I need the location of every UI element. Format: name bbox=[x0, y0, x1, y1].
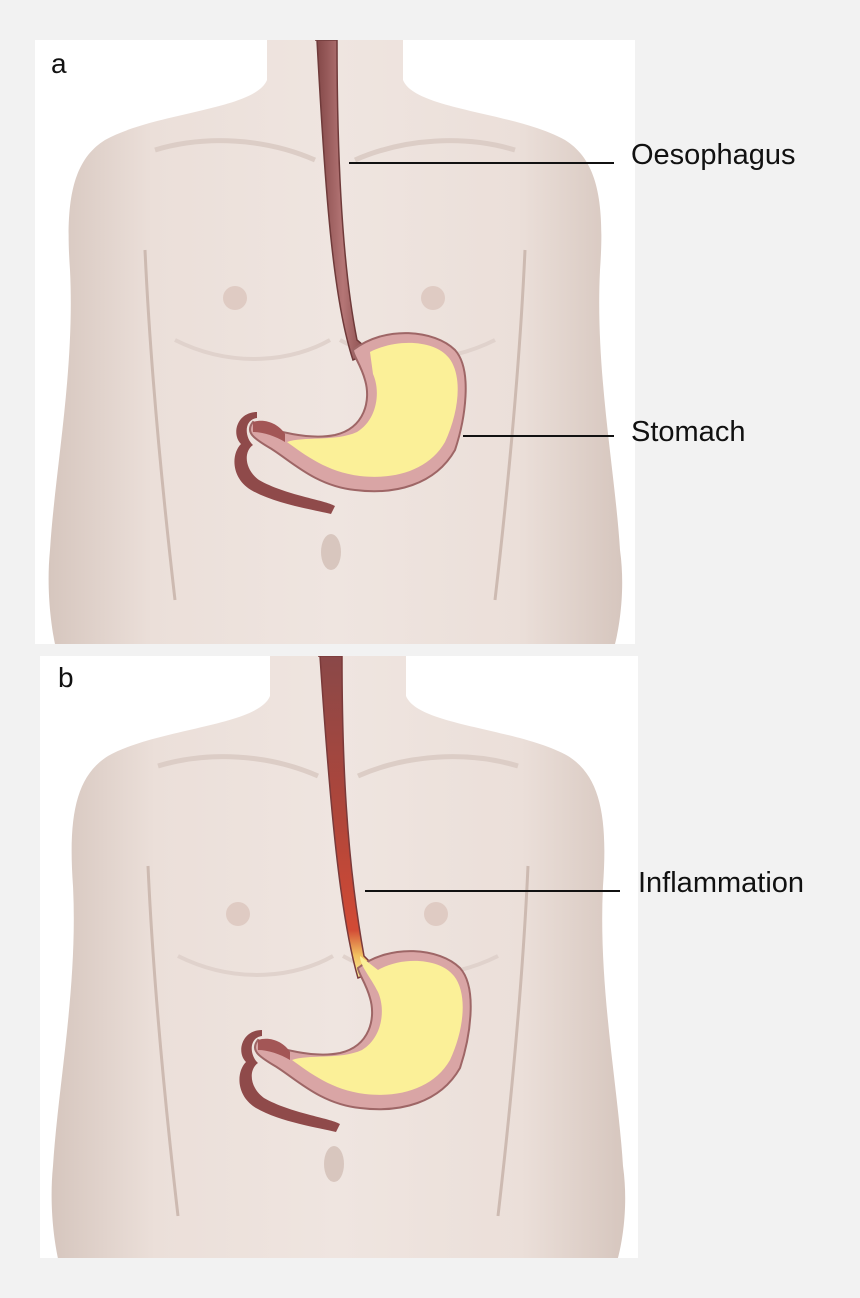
inflammation-label: Inflammation bbox=[638, 867, 805, 899]
stomach-content bbox=[292, 956, 463, 1095]
navel bbox=[324, 1146, 344, 1182]
panel-letter-a: a bbox=[51, 48, 67, 79]
panel-b: b bbox=[40, 656, 638, 1258]
torso-illustration bbox=[48, 40, 623, 644]
nipple-right bbox=[424, 902, 448, 926]
inflammation-leader-line bbox=[365, 890, 620, 892]
panel-letter-b: b bbox=[58, 662, 74, 693]
panel-a: a bbox=[35, 40, 635, 644]
stomach-content bbox=[287, 342, 458, 477]
torso-shape bbox=[48, 40, 623, 644]
duodenum bbox=[239, 1030, 340, 1132]
stomach-leader-line bbox=[463, 435, 614, 437]
torso-shape bbox=[51, 656, 626, 1258]
oesophagus-leader-line bbox=[349, 162, 614, 164]
navel bbox=[321, 534, 341, 570]
nipple-left bbox=[223, 286, 247, 310]
nipple-left bbox=[226, 902, 250, 926]
nipple-right bbox=[421, 286, 445, 310]
oesophagus-label: Oesophagus bbox=[631, 139, 796, 171]
stomach-label: Stomach bbox=[631, 416, 746, 448]
torso-illustration bbox=[51, 656, 626, 1258]
duodenum bbox=[234, 412, 335, 514]
